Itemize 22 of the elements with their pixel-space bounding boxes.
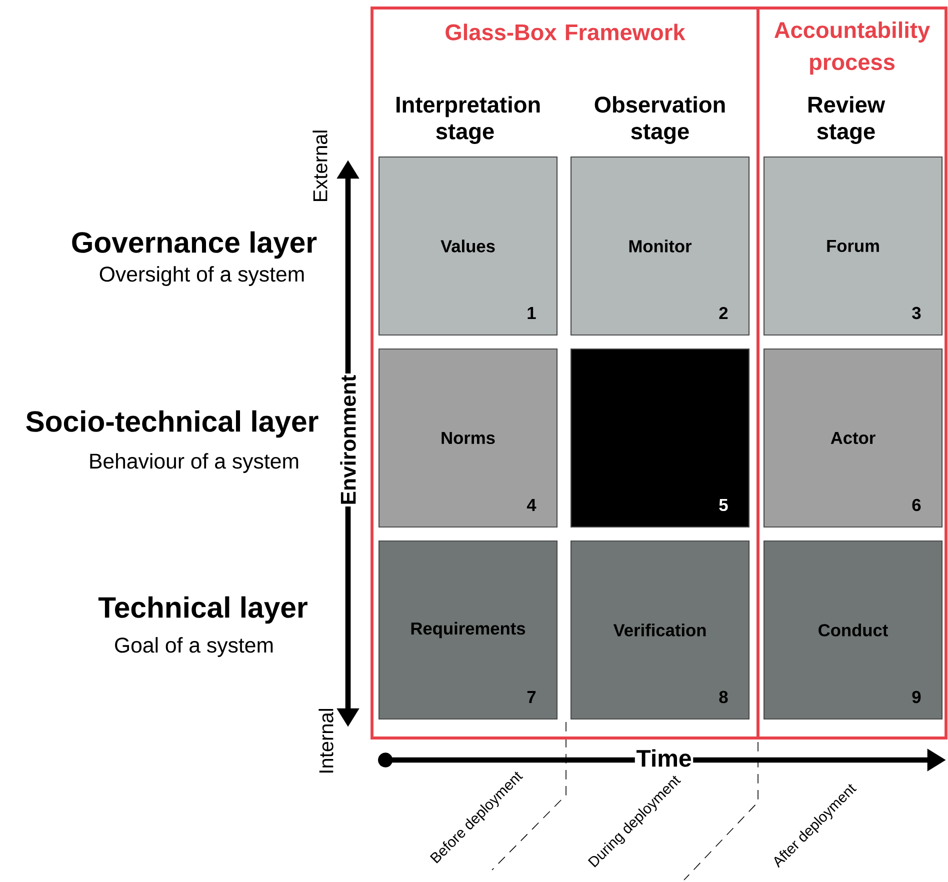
matrix-cell: Requirements 7: [378, 540, 558, 720]
column-heading: Observation stage: [594, 96, 725, 144]
column-heading: Review stage: [808, 96, 886, 144]
layer-subtitle: Oversight of a system: [100, 266, 304, 286]
layer-subtitle: Behaviour of a system: [90, 453, 298, 473]
axis-label: Internal: [318, 709, 334, 773]
axis-label: External: [312, 130, 328, 202]
matrix-cell: Norms 4: [378, 348, 558, 528]
matrix-cell: Verification 8: [570, 540, 750, 720]
matrix-cell: Forum 3: [763, 156, 943, 336]
axis-label: Time: [634, 748, 694, 768]
axis-label: Environment: [338, 373, 358, 507]
matrix-cell: Monitor 2: [570, 156, 750, 336]
matrix-cell: Values 1: [378, 156, 558, 336]
layer-title: Socio-technical layer: [26, 410, 318, 438]
layer-title: Governance layer: [72, 231, 317, 259]
matrix-cell: Conduct 9: [763, 540, 943, 720]
matrix-cell: Actor 6: [763, 348, 943, 528]
layer-title: Technical layer: [98, 596, 308, 624]
matrix-cell: 5: [570, 348, 750, 528]
layer-subtitle: Goal of a system: [115, 637, 273, 657]
column-heading: Interpretation stage: [396, 96, 540, 144]
